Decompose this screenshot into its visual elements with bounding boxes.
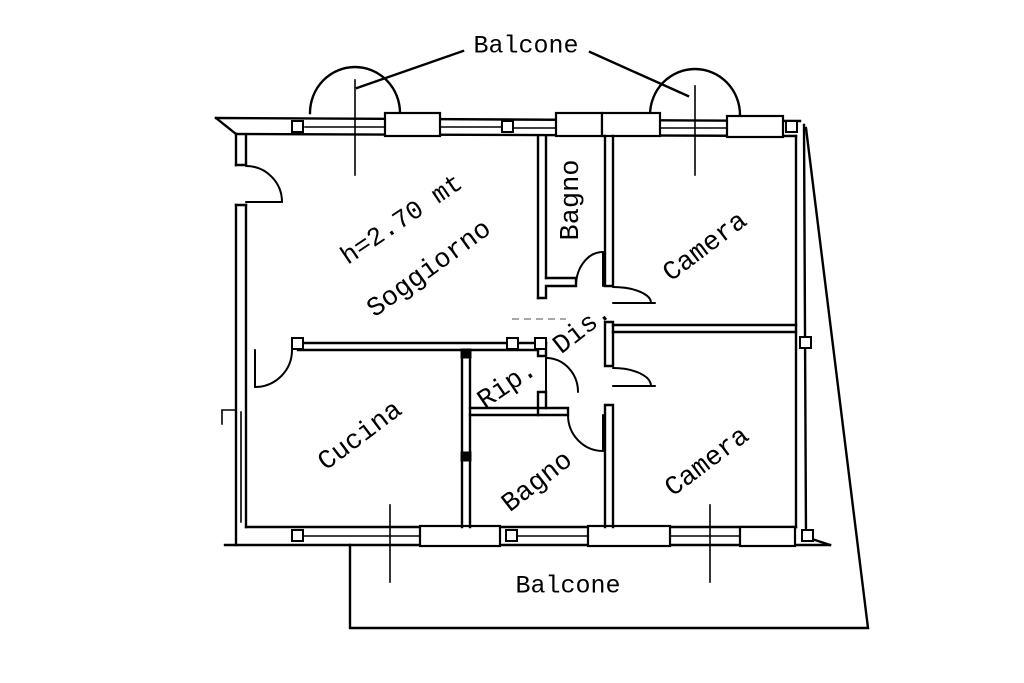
window-frames (383, 111, 797, 548)
door-camera-lower-swing (612, 367, 652, 387)
wall-rip-bagno (468, 406, 570, 417)
door-rip-swing (545, 357, 579, 393)
door-bagno-upper-swing (575, 251, 604, 287)
window-frame-bottom-3 (738, 525, 797, 548)
door-camera-upper-swing (612, 286, 652, 304)
pillar-top-3 (785, 120, 798, 133)
window-frame-top-2 (554, 111, 604, 138)
balcony-leader-right (588, 50, 690, 98)
wall-bagno-dis (536, 276, 578, 300)
window-frame-top-1 (383, 111, 442, 138)
door-cucina-swing (254, 349, 293, 388)
pillar-rip-2 (534, 337, 547, 350)
window-frame-top-3 (600, 111, 662, 138)
door-entrance-swing (245, 165, 283, 203)
pillar-rip-1 (506, 337, 519, 350)
left-wall-door-jambs (234, 163, 248, 207)
window-frame-top-4 (725, 114, 785, 139)
pillar-right (799, 336, 812, 349)
balcony-bottom-label: Balcone (515, 572, 620, 601)
pillars (291, 120, 814, 542)
room-label-disimpegno: Dis. (548, 298, 618, 362)
top-left-corner (214, 116, 238, 136)
balcony-leader-left (355, 49, 465, 90)
labels: Balcone h=2.70 mt Soggiorno Bagno Camera… (313, 32, 756, 601)
room-label-cucina: Cucina (313, 396, 409, 478)
room-label-bagno-upper: Bagno (557, 159, 587, 240)
room-label-camera-upper: Camera (658, 207, 754, 289)
pillar-bottom-1 (291, 529, 304, 542)
right-wall-outer (802, 123, 832, 547)
window-left-cucina (221, 409, 242, 523)
pillar-top-1 (291, 120, 304, 133)
pillar-bottom-3 (801, 529, 814, 542)
pillar-solid-upper (460, 348, 472, 359)
pillar-bottom-2 (505, 529, 518, 542)
door-bagno-lower-swing (567, 414, 604, 452)
wall-camera-camera (611, 323, 798, 334)
pillar-solid-lower (460, 451, 472, 462)
wall-soggiorno-bagno (536, 134, 548, 300)
window-frame-bottom-1 (418, 524, 502, 548)
top-wall-inner (234, 132, 798, 138)
room-label-bagno-lower: Bagno (497, 446, 579, 520)
window-glazing (221, 126, 741, 537)
wall-cucina-bagno (460, 348, 472, 529)
balcony-top-label: Balcone (473, 32, 578, 61)
balcony-bottom-outline (348, 126, 870, 630)
interior-walls (296, 134, 798, 529)
room-label-camera-lower: Camera (660, 422, 756, 504)
balconies (308, 49, 870, 630)
window-frame-bottom-2 (586, 524, 672, 548)
pillar-top-2 (501, 120, 514, 133)
wall-dis-camera (603, 134, 615, 529)
doors (245, 165, 656, 452)
balcony-top-right-arc (648, 67, 742, 117)
balcony-top-left-arc (308, 65, 402, 115)
top-wall-outer (214, 116, 802, 123)
pillar-cucina-door (291, 337, 304, 350)
wall-soggiorno-cucina (296, 341, 548, 352)
